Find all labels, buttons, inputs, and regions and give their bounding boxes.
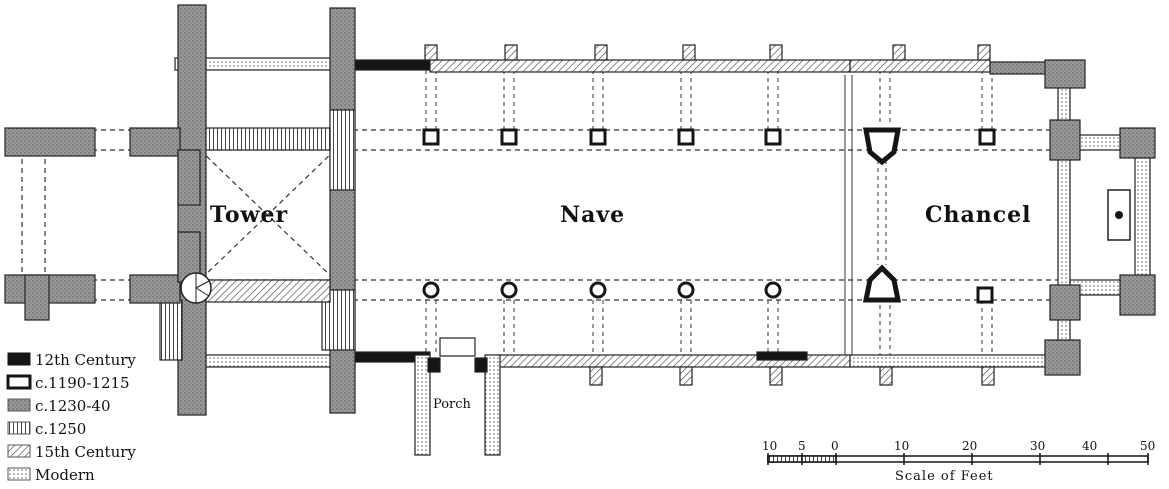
legend-swatch [7,467,31,481]
pier [677,128,695,146]
legend-swatch [7,352,31,366]
legend: 12th Century c.1190-1215 c.1230-40 c.125… [6,351,136,484]
pier [422,281,440,299]
pier [500,128,518,146]
scale-tick: 30 [1030,439,1045,453]
pier [589,128,607,146]
legend-label: c.1190-1215 [35,374,130,392]
legend-label: 12th Century [35,351,136,369]
pier [422,128,440,146]
nave-label: Nave [560,202,625,228]
pier [764,128,782,146]
pier [976,286,994,304]
scale-tick: 10 [762,439,777,453]
arcade-piers [422,127,996,304]
pier [978,128,996,146]
legend-label: c.1250 [35,420,86,438]
legend-swatch [6,374,32,390]
scale-tick: 5 [798,439,806,453]
legend-swatch [7,444,31,458]
scale-tick: 10 [894,439,909,453]
chancel-label: Chancel [925,202,1032,228]
pier [500,281,518,299]
scale-tick: 50 [1140,439,1155,453]
pier [764,281,782,299]
scale-tick: 0 [831,439,839,453]
walls [4,4,1156,456]
legend-swatch [7,421,31,435]
pier [863,127,901,166]
scale-title: Scale of Feet [895,469,994,484]
altar [1107,189,1131,241]
scale-tick: 20 [962,439,977,453]
scale-tick: 40 [1082,439,1097,453]
legend-label: c.1230-40 [35,397,111,415]
tower-stair [180,272,212,304]
bay-lines [425,70,993,355]
porch-label: Porch [433,397,472,412]
pier [677,281,695,299]
legend-label: Modern [35,466,95,484]
legend-swatch [7,398,31,412]
legend-label: 15th Century [35,443,136,461]
pier [862,264,902,303]
tower-label: Tower [210,202,288,228]
pier [589,281,607,299]
screen-line [844,75,853,355]
scale-bar: 10 5 0 10 20 30 40 50 Scale of Feet [762,439,1155,484]
